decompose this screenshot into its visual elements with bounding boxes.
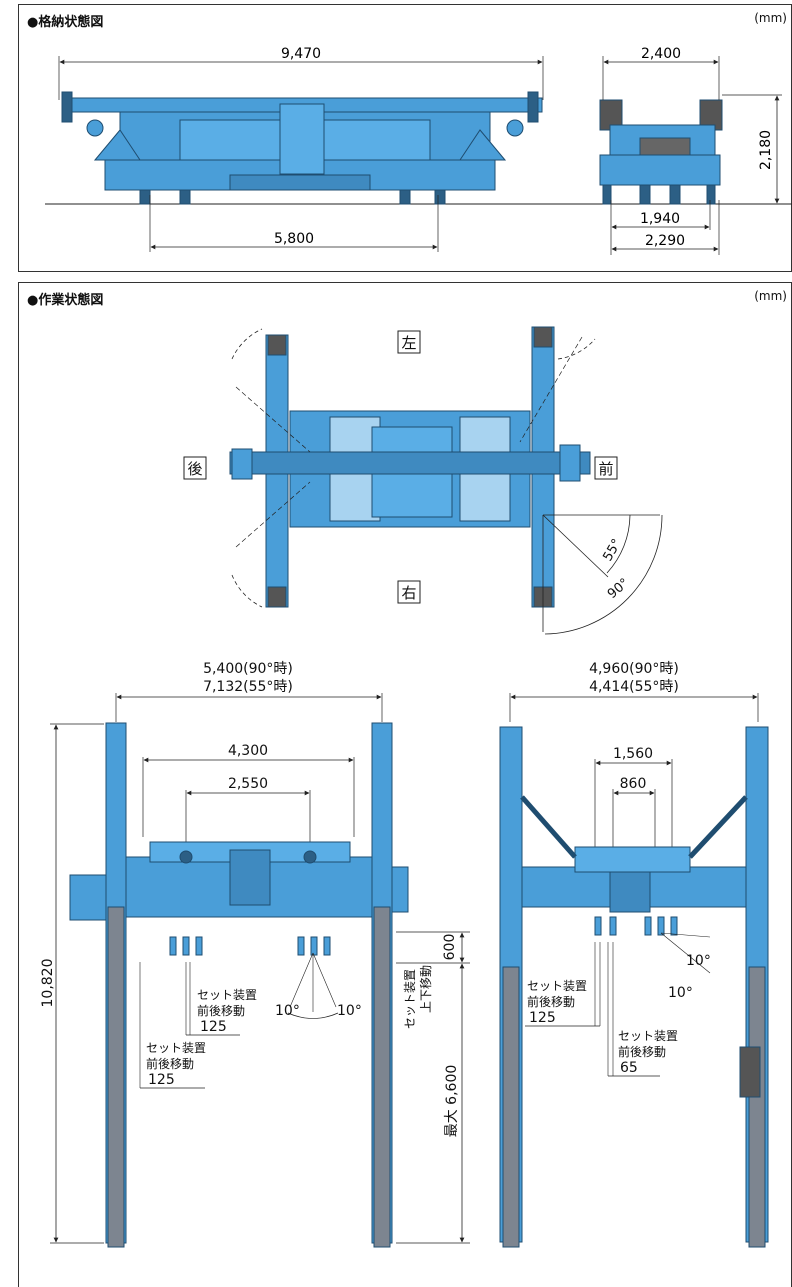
end-angle-upper: 10° [686, 953, 711, 969]
dim-side-600: 600 [442, 934, 458, 961]
end-fwd-label-a2: 前後移動 [527, 994, 575, 1009]
plan-view: 左 右 後 前 55° 90° [183, 326, 663, 635]
stowed-drawing: 9,470 5,800 2,400 2,180 1,940 2,290 [45, 46, 792, 255]
fwd-move-label-b1: セット装置 [146, 1041, 206, 1055]
stowed-title: ●格納状態図 [27, 15, 104, 30]
dim-1940: 1,940 [640, 211, 680, 227]
dim-side-max: 最大 6,600 [444, 1065, 460, 1138]
dim-2180: 2,180 [758, 130, 774, 170]
dim-side-90: 5,400(90°時) [203, 661, 293, 677]
dim-side-2550: 2,550 [228, 776, 268, 792]
dim-2290: 2,290 [645, 233, 685, 249]
end-fwd-value-b: 65 [620, 1060, 638, 1076]
fwd-move-value-a: 125 [200, 1019, 227, 1035]
dir-right: 右 [401, 584, 416, 602]
fwd-move-label-a1: セット装置 [197, 988, 257, 1002]
stowed-end-machine [599, 99, 723, 205]
dir-left-box [397, 330, 421, 354]
working-end-view: 4,960(90°時) 4,414(55°時) 1,560 860 10° [499, 661, 769, 1248]
dim-side-55: 7,132(55°時) [203, 679, 293, 695]
end-angle-lower: 10° [668, 985, 693, 1001]
dim-end-1560: 1,560 [613, 746, 653, 762]
vmove-label-2: 上下移動 [419, 965, 433, 1013]
vmove-label-1: セット装置 [403, 969, 417, 1029]
dir-right-box [397, 580, 421, 604]
side-angle-left: 10° [275, 1003, 300, 1019]
dir-front: 前 [598, 460, 613, 478]
dim-end-90: 4,960(90°時) [589, 661, 679, 677]
end-fwd-label-b2: 前後移動 [618, 1044, 666, 1059]
dim-9470: 9,470 [281, 46, 321, 62]
stowed-side-machine [61, 91, 543, 205]
dim-end-55: 4,414(55°時) [589, 679, 679, 695]
dir-left: 左 [401, 334, 416, 352]
fwd-move-label-a2: 前後移動 [197, 1003, 245, 1018]
end-fwd-label-a1: セット装置 [527, 979, 587, 993]
angle-55: 55° [600, 537, 625, 564]
dim-side-10820: 10,820 [40, 959, 56, 1008]
end-fwd-value-a: 125 [529, 1010, 556, 1026]
dir-rear: 後 [187, 460, 202, 478]
dim-5800: 5,800 [274, 231, 314, 247]
dim-2400: 2,400 [641, 46, 681, 62]
side-angle-right: 10° [337, 1003, 362, 1019]
working-side-view: 5,400(90°時) 7,132(55°時) 4,300 2,550 [40, 661, 470, 1248]
working-unit: (mm) [754, 289, 787, 303]
end-fwd-label-b1: セット装置 [618, 1029, 678, 1043]
dir-front-box [594, 456, 618, 480]
dim-side-4300: 4,300 [228, 743, 268, 759]
working-title: ●作業状態図 [27, 293, 104, 308]
fwd-move-label-b2: 前後移動 [146, 1056, 194, 1071]
dim-end-860: 860 [620, 776, 647, 792]
stowed-unit: (mm) [754, 11, 787, 25]
fwd-move-value-b: 125 [148, 1072, 175, 1088]
dir-rear-box [183, 456, 207, 480]
working-drawing: 左 右 後 前 55° 90° [40, 326, 769, 1248]
